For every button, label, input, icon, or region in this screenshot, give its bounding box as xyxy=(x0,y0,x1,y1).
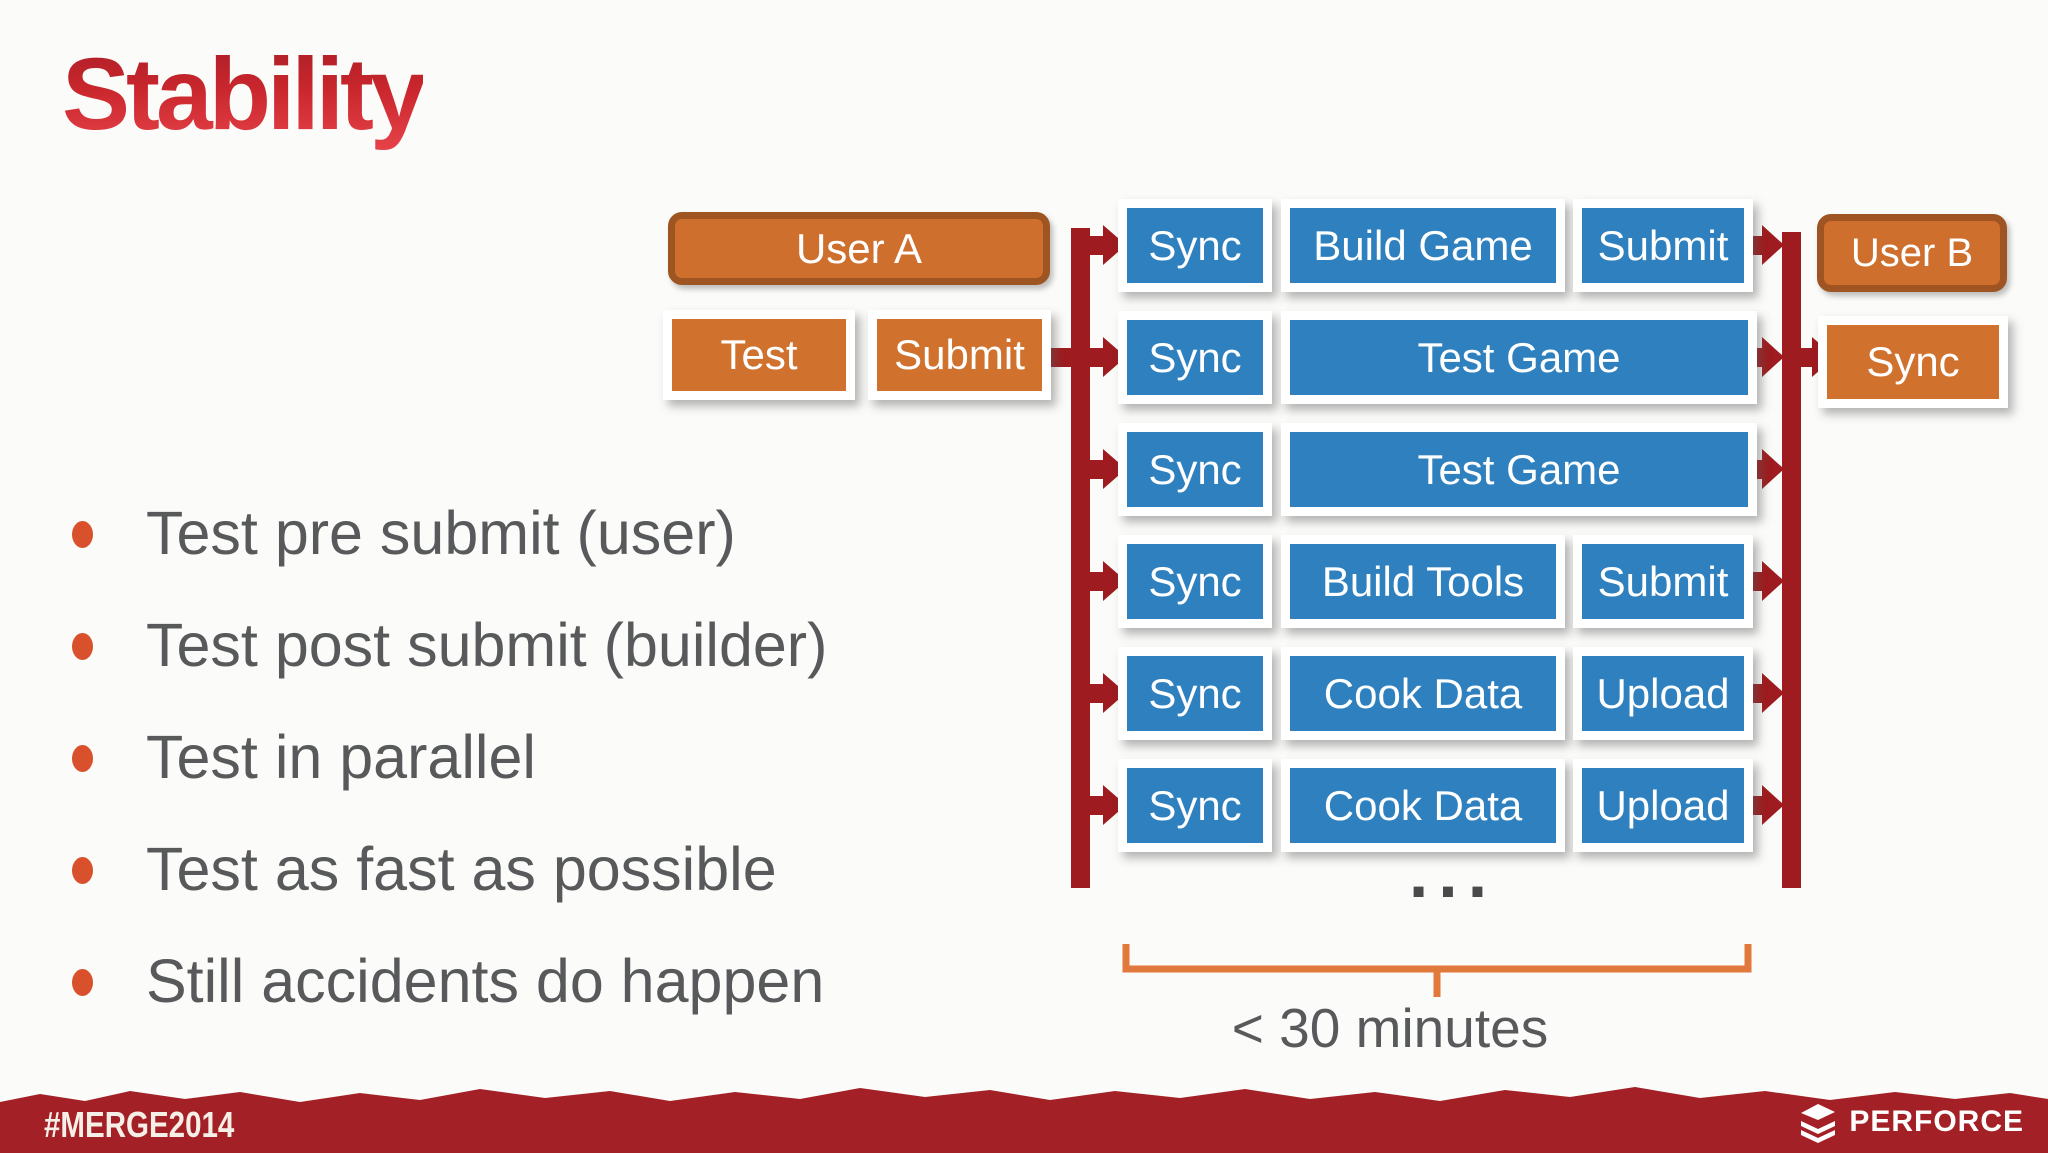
perforce-layers-icon xyxy=(1801,1104,1836,1143)
flow-cell: Build Game xyxy=(1281,199,1565,292)
brand-logo: PERFORCE xyxy=(1795,1100,2024,1144)
list-item: Test pre submit (user) xyxy=(72,477,827,589)
bullet-icon xyxy=(72,521,93,548)
user-a-box: User A xyxy=(668,212,1050,285)
page-title: Stability xyxy=(62,37,427,151)
list-item: Test as fast as possible xyxy=(72,813,827,925)
bullet-icon xyxy=(72,633,93,660)
bullet-text: Test as fast as possible xyxy=(146,835,777,903)
flow-cell: Submit xyxy=(1573,535,1753,628)
submit-connector xyxy=(1042,348,1090,367)
flow-cell: Test Game xyxy=(1281,423,1757,516)
bullet-text: Test pre submit (user) xyxy=(146,499,736,567)
flow-cell: Sync xyxy=(1118,535,1272,628)
bullet-icon xyxy=(72,745,93,772)
flow-cell: Sync xyxy=(1118,423,1272,516)
bullet-icon xyxy=(72,969,93,996)
bullet-text: Test post submit (builder) xyxy=(146,611,828,679)
list-item: Test in parallel xyxy=(72,701,827,813)
flow-cell: Cook Data xyxy=(1281,647,1565,740)
flow-cell: Cook Data xyxy=(1281,759,1565,852)
brand-name: PERFORCE xyxy=(1849,1105,2024,1138)
duration-label: < 30 minutes xyxy=(1231,997,1549,1059)
ellipsis: ... xyxy=(1408,834,1498,912)
flow-cell: Submit xyxy=(1573,199,1753,292)
user-b-box: User B xyxy=(1817,214,2007,292)
right-rail xyxy=(1782,232,1801,888)
flow-cell: Sync xyxy=(1118,199,1272,292)
user-b-sync-box: Sync xyxy=(1818,316,2008,408)
list-item: Test post submit (builder) xyxy=(72,589,827,701)
left-rail xyxy=(1071,228,1090,888)
footer-banner xyxy=(0,1087,2048,1153)
flow-cell: Build Tools xyxy=(1281,535,1565,628)
bullet-text: Still accidents do happen xyxy=(146,947,825,1015)
bullet-text: Test in parallel xyxy=(146,723,536,791)
flow-cell: Sync xyxy=(1118,759,1272,852)
flow-cell: Sync xyxy=(1118,647,1272,740)
flow-cell: Sync xyxy=(1118,311,1272,404)
hashtag-label: #MERGE2014 xyxy=(44,1104,235,1145)
submit-box: Submit xyxy=(868,310,1051,400)
bullet-icon xyxy=(72,857,93,884)
flow-cell: Upload xyxy=(1573,647,1753,740)
flow-cell: Test Game xyxy=(1281,311,1757,404)
test-box: Test xyxy=(663,310,855,400)
flow-cell: Upload xyxy=(1573,759,1753,852)
list-item: Still accidents do happen xyxy=(72,925,827,1037)
bullet-list: Test pre submit (user) Test post submit … xyxy=(72,477,827,1037)
